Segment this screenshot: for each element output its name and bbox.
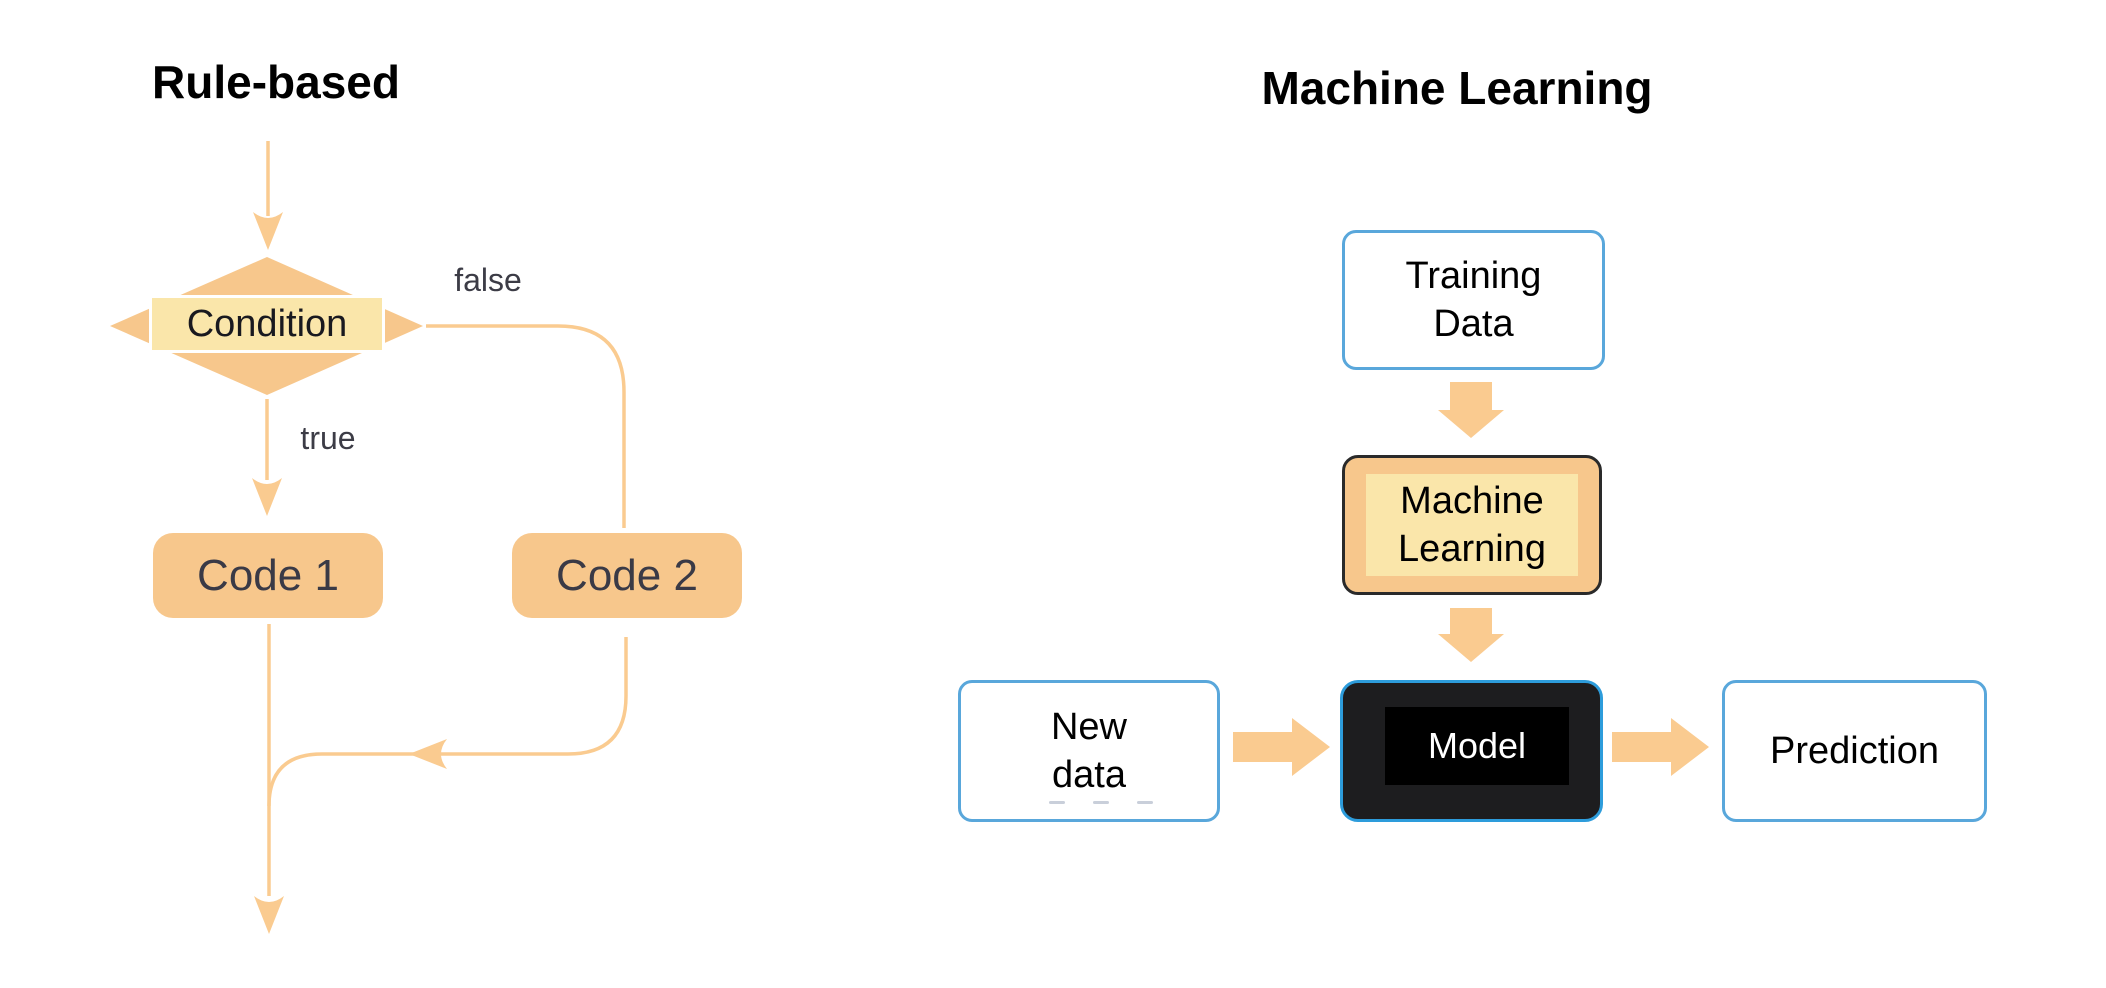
machine-learning-label: Machine Learning	[1366, 474, 1578, 576]
new-data-node: New data	[958, 680, 1220, 822]
cropped-text-artifact	[1049, 801, 1153, 804]
false-branch-label: false	[454, 261, 522, 298]
false-branch-line	[426, 324, 626, 528]
machine-learning-node: Machine Learning	[1342, 455, 1602, 595]
code1-node: Code 1	[153, 533, 383, 618]
right-panel-title: Machine Learning	[1261, 62, 1653, 114]
training-data-node: Training Data	[1342, 230, 1605, 370]
true-arrowhead-icon	[252, 478, 282, 516]
model-label: Model	[1385, 707, 1569, 785]
merge-line	[267, 637, 628, 807]
model-node: Model	[1340, 680, 1603, 822]
left-panel-title: Rule-based	[152, 56, 400, 108]
true-branch-label: true	[300, 419, 356, 456]
prediction-node: Prediction	[1722, 680, 1987, 822]
exit-arrowhead-icon	[254, 896, 284, 934]
condition-node: Condition	[149, 295, 385, 353]
start-arrowhead-icon	[253, 212, 283, 250]
merge-arrowhead-icon	[409, 739, 447, 769]
code2-node: Code 2	[512, 533, 742, 618]
ml-to-model-arrow-icon	[1438, 608, 1504, 662]
training-to-ml-arrow-icon	[1438, 382, 1504, 438]
newdata-to-model-arrow-icon	[1233, 718, 1330, 776]
new-data-label: New data	[1050, 706, 1128, 796]
model-to-prediction-arrow-icon	[1612, 718, 1709, 776]
